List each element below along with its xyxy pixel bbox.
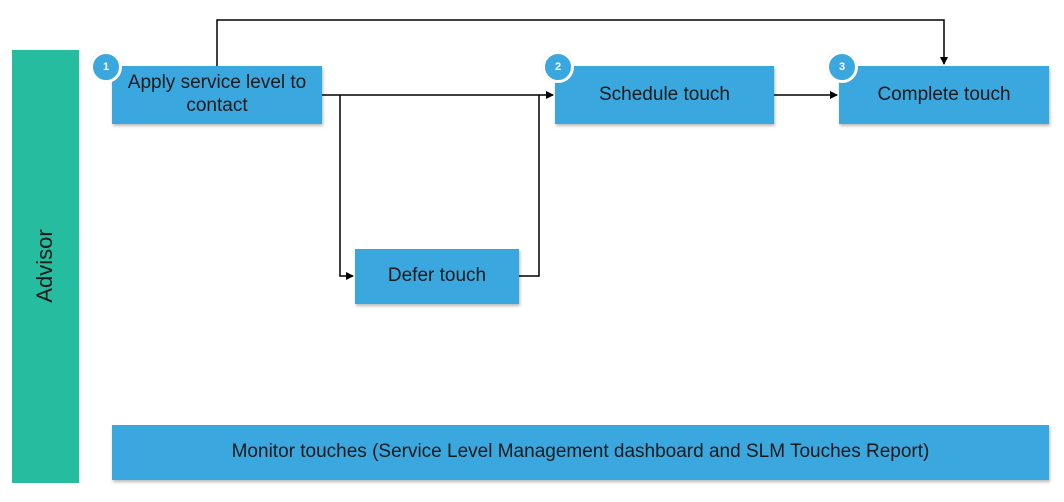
step-complete-label: Complete touch <box>877 83 1011 105</box>
step-number-badge-1: 1 <box>90 51 122 83</box>
step-apply-service-level: Apply service level to contact <box>112 66 322 124</box>
connector-defer-to-schedule <box>519 95 540 277</box>
step-schedule-touch: Schedule touch <box>555 66 774 124</box>
connector-apply-to-defer <box>339 95 354 280</box>
step-number-badge-2: 2 <box>542 51 574 83</box>
step-defer-label: Defer touch <box>387 265 487 287</box>
step-schedule-label: Schedule touch <box>599 83 730 105</box>
step-apply-label: Apply service level to contact <box>127 72 307 116</box>
monitor-touches-label: Monitor touches (Service Level Managemen… <box>231 441 930 463</box>
step-complete-touch: Complete touch <box>839 66 1049 124</box>
monitor-touches-bar: Monitor touches (Service Level Managemen… <box>112 425 1049 480</box>
connector-apply-to-complete <box>216 19 948 66</box>
step-number-badge-3: 3 <box>826 51 858 83</box>
step-defer-touch: Defer touch <box>355 249 519 304</box>
swimlane-advisor <box>12 50 79 483</box>
